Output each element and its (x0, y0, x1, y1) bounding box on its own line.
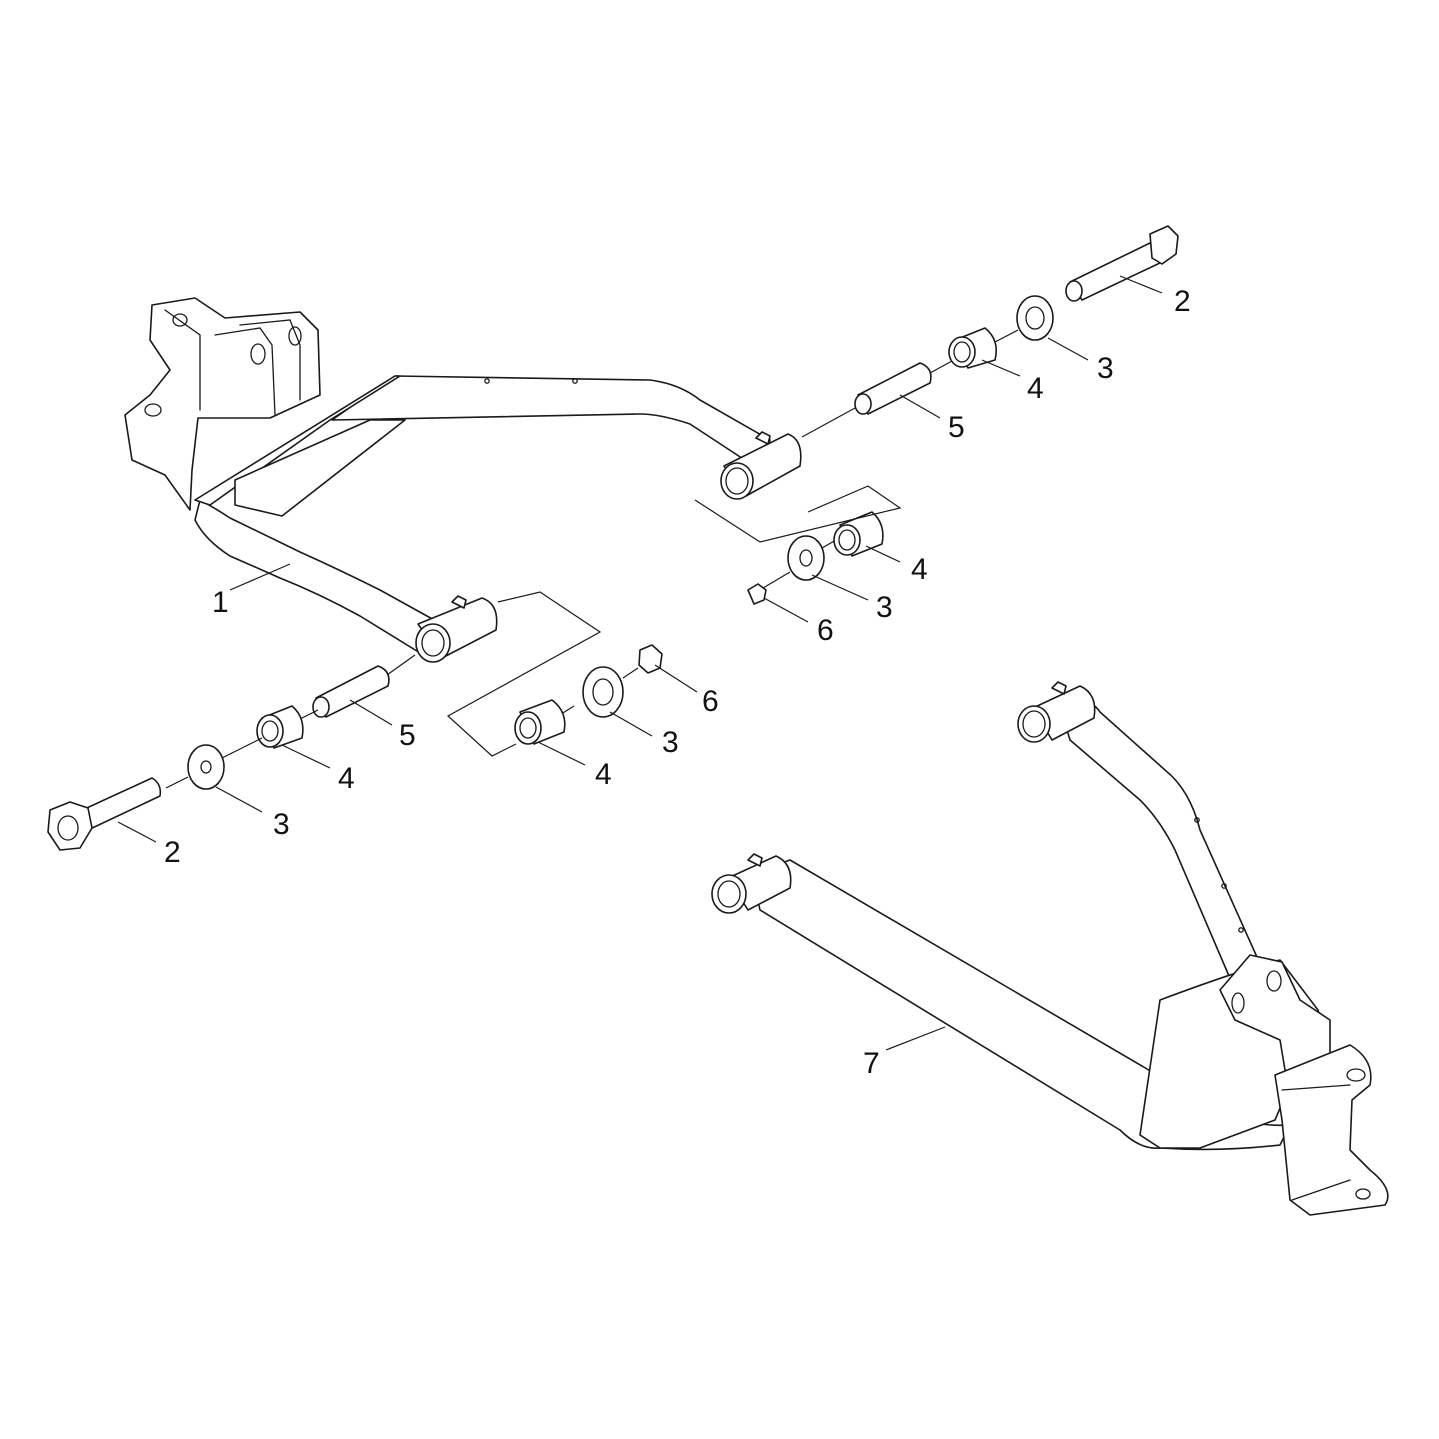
callout-3-mid-right: 3 (876, 591, 893, 624)
hardware-lower-left (47, 591, 663, 851)
callout-3-mid-left: 3 (662, 726, 679, 759)
lower-a-arm (711, 681, 1389, 1216)
callout-4-lower-left: 4 (338, 762, 355, 795)
callout-2-lower: 2 (164, 836, 181, 869)
callout-leaders (117, 275, 1163, 1051)
callout-3-upper: 3 (1097, 352, 1114, 385)
callout-numbers: 1 2 2 3 3 3 3 4 4 4 4 5 5 6 6 7 (164, 285, 1191, 1080)
hardware-upper-right (694, 225, 1179, 605)
callout-4-mid-right: 4 (911, 553, 928, 586)
callout-6-right: 6 (817, 614, 834, 647)
callout-4-lower-mid: 4 (595, 758, 612, 791)
callout-4-upper: 4 (1027, 372, 1044, 405)
callout-1: 1 (212, 586, 229, 619)
callout-5-lower: 5 (399, 719, 416, 752)
callout-5-upper: 5 (948, 411, 965, 444)
callout-7: 7 (863, 1047, 880, 1080)
upper-a-arm (124, 297, 802, 663)
callout-2-upper: 2 (1174, 285, 1191, 318)
callout-3-lower: 3 (273, 808, 290, 841)
callout-6-left: 6 (702, 685, 719, 718)
